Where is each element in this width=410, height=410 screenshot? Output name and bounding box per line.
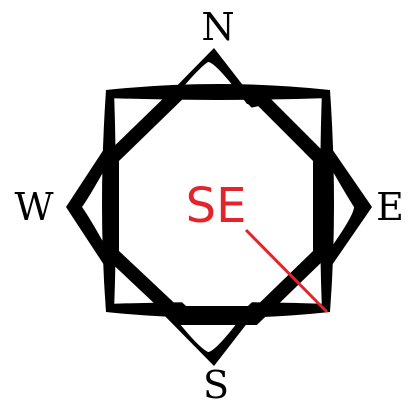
compass-octagon [105, 85, 327, 325]
compass-inner-field [124, 104, 308, 306]
heading-direction-label: SE [186, 178, 247, 234]
east-label: E [376, 185, 404, 229]
south-label: S [203, 363, 229, 407]
heading-pointer-line [244, 228, 329, 314]
west-label: W [14, 185, 53, 229]
north-label: N [201, 5, 234, 49]
